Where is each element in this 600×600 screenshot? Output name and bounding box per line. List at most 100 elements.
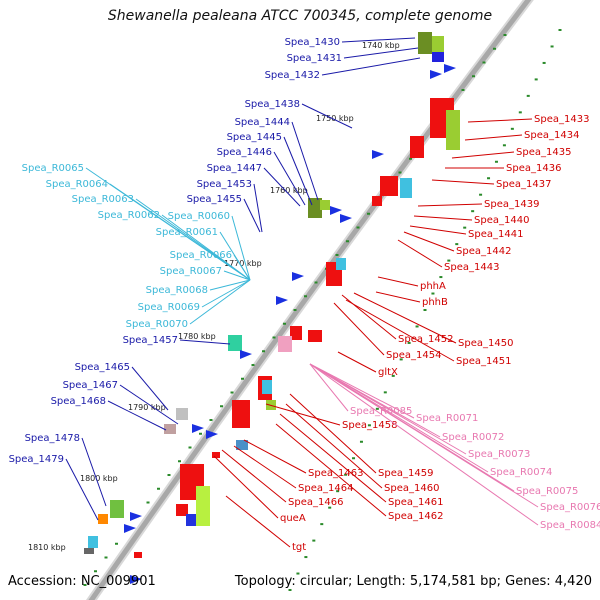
label-leader (377, 276, 419, 287)
gene-block (228, 335, 242, 351)
gene-label-minus[interactable]: gltX (378, 367, 398, 378)
track-dot-inner (493, 47, 496, 50)
kbp-tick-label: 1750 kbp (316, 114, 354, 123)
gene-label-minus[interactable]: Spea_1452 (398, 334, 453, 345)
gene-label-plus[interactable]: Spea_1457 (123, 335, 178, 346)
gene-label-plus[interactable]: Spea_1447 (207, 163, 262, 174)
track-dot-inner (220, 405, 223, 408)
gene-label-plus[interactable]: Spea_1431 (287, 53, 342, 64)
gene-block (418, 32, 432, 54)
gene-label-minus[interactable]: Spea_1442 (456, 246, 511, 257)
gene-label-plus[interactable]: Spea_1445 (227, 132, 282, 143)
track-dot-outer (336, 490, 340, 493)
gene-label-trna[interactable]: Spea_R0067 (160, 266, 222, 277)
label-leader (309, 363, 467, 455)
gene-label-minus[interactable]: Spea_1463 (308, 468, 363, 479)
gene-label-minus[interactable]: Spea_1461 (388, 497, 443, 508)
kbp-tick-label: 1790 kbp (128, 403, 166, 412)
gene-label-minus[interactable]: Spea_1464 (298, 483, 353, 494)
gene-label-minus[interactable]: Spea_1458 (342, 420, 397, 431)
label-leader (225, 495, 291, 548)
gene-label-minus[interactable]: Spea_1466 (288, 497, 343, 508)
track-dot-inner (503, 34, 507, 36)
gene-label-trna[interactable]: Spea_R0066 (170, 250, 232, 261)
gene-block (262, 380, 272, 394)
gene-label-trna[interactable]: Spea_R0068 (146, 285, 208, 296)
gene-label-plus[interactable]: Spea_1467 (63, 380, 118, 391)
gene-block (400, 178, 412, 198)
gene-label-minus[interactable]: Spea_1434 (524, 130, 579, 141)
track-dot-outer (367, 424, 371, 427)
gene-label-rrna[interactable]: Spea_R0074 (490, 467, 552, 478)
gene-label-plus[interactable]: Spea_1438 (245, 99, 300, 110)
gene-label-minus[interactable]: Spea_1433 (534, 114, 589, 125)
gene-label-rrna[interactable]: Spea_R0075 (516, 486, 578, 497)
gene-label-trna[interactable]: Spea_R0070 (126, 319, 188, 330)
gene-label-minus[interactable]: Spea_1436 (506, 163, 561, 174)
gene-label-rrna[interactable]: Spea_R0084 (540, 520, 600, 531)
gene-label-trna[interactable]: Spea_R0062 (98, 210, 160, 221)
gene-label-trna[interactable]: Spea_R0061 (156, 227, 218, 238)
label-leader (283, 136, 313, 206)
summary-text: Topology: circular; Length: 5,174,581 bp… (234, 574, 592, 589)
gene-label-plus[interactable]: Spea_1455 (187, 194, 242, 205)
gene-label-minus[interactable]: Spea_1460 (384, 483, 439, 494)
label-leader (301, 103, 353, 129)
label-leader (189, 279, 251, 325)
gene-label-minus[interactable]: queA (280, 513, 306, 524)
gene-label-rrna[interactable]: Spea_R0076 (540, 502, 600, 513)
gene-label-minus[interactable]: tgt (292, 542, 306, 553)
gene-label-minus[interactable]: Spea_1450 (458, 338, 513, 349)
label-leader (289, 393, 377, 474)
track-dot-inner (104, 556, 108, 559)
plus-gene-arrow (240, 350, 252, 359)
gene-label-minus[interactable]: phhA (420, 281, 446, 292)
minus-gene-block (232, 400, 250, 428)
gene-label-plus[interactable]: Spea_1444 (235, 117, 290, 128)
label-leader (403, 231, 455, 252)
kbp-tick-label: 1800 kbp (80, 474, 118, 483)
gene-label-minus[interactable]: Spea_1454 (386, 350, 441, 361)
gene-label-plus[interactable]: Spea_1468 (51, 396, 106, 407)
gene-label-plus[interactable]: Spea_1478 (25, 433, 80, 444)
gene-label-minus[interactable]: Spea_1451 (456, 356, 511, 367)
label-leader (341, 37, 416, 43)
track-dot-inner (304, 295, 307, 298)
gene-label-rrna[interactable]: Spea_R0072 (442, 432, 504, 443)
gene-label-minus[interactable]: Spea_1435 (516, 147, 571, 158)
gene-label-rrna[interactable]: Spea_R0085 (350, 406, 412, 417)
gene-label-minus[interactable]: Spea_1439 (484, 199, 539, 210)
gene-label-rrna[interactable]: Spea_R0071 (416, 413, 478, 424)
track-dot-outer (352, 457, 356, 460)
gene-label-plus[interactable]: Spea_1465 (75, 362, 130, 373)
gene-label-minus[interactable]: Spea_1441 (468, 229, 523, 240)
gene-label-trna[interactable]: Spea_R0063 (72, 194, 134, 205)
gene-label-minus[interactable]: Spea_1437 (496, 179, 551, 190)
gene-label-trna[interactable]: Spea_R0065 (22, 163, 84, 174)
gene-label-trna[interactable]: Spea_R0060 (168, 211, 230, 222)
gene-label-minus[interactable]: phhB (422, 297, 448, 308)
gene-label-trna[interactable]: Spea_R0069 (138, 302, 200, 313)
gene-label-plus[interactable]: Spea_1446 (217, 147, 272, 158)
gene-label-minus[interactable]: Spea_1459 (378, 468, 433, 479)
label-leader (107, 400, 167, 431)
plus-gene-arrow (276, 296, 288, 305)
track-dot-inner (472, 75, 475, 78)
gene-label-minus[interactable]: Spea_1443 (444, 262, 499, 273)
gene-label-plus[interactable]: Spea_1479 (9, 454, 64, 465)
gene-label-plus[interactable]: Spea_1453 (197, 179, 252, 190)
gene-block (186, 514, 196, 526)
gene-label-plus[interactable]: Spea_1432 (265, 70, 320, 81)
label-leader (201, 279, 251, 308)
plus-gene-arrow (130, 512, 142, 521)
gene-label-minus[interactable]: Spea_1440 (474, 215, 529, 226)
track-dot-outer (415, 325, 419, 328)
gene-label-rrna[interactable]: Spea_R0073 (468, 449, 530, 460)
gene-label-minus[interactable]: Spea_1462 (388, 511, 443, 522)
label-leader (161, 214, 251, 281)
gene-label-trna[interactable]: Spea_R0064 (46, 179, 108, 190)
label-leader (409, 225, 467, 235)
track-dot-outer (550, 45, 554, 48)
gene-label-plus[interactable]: Spea_1430 (285, 37, 340, 48)
label-leader (179, 339, 231, 345)
